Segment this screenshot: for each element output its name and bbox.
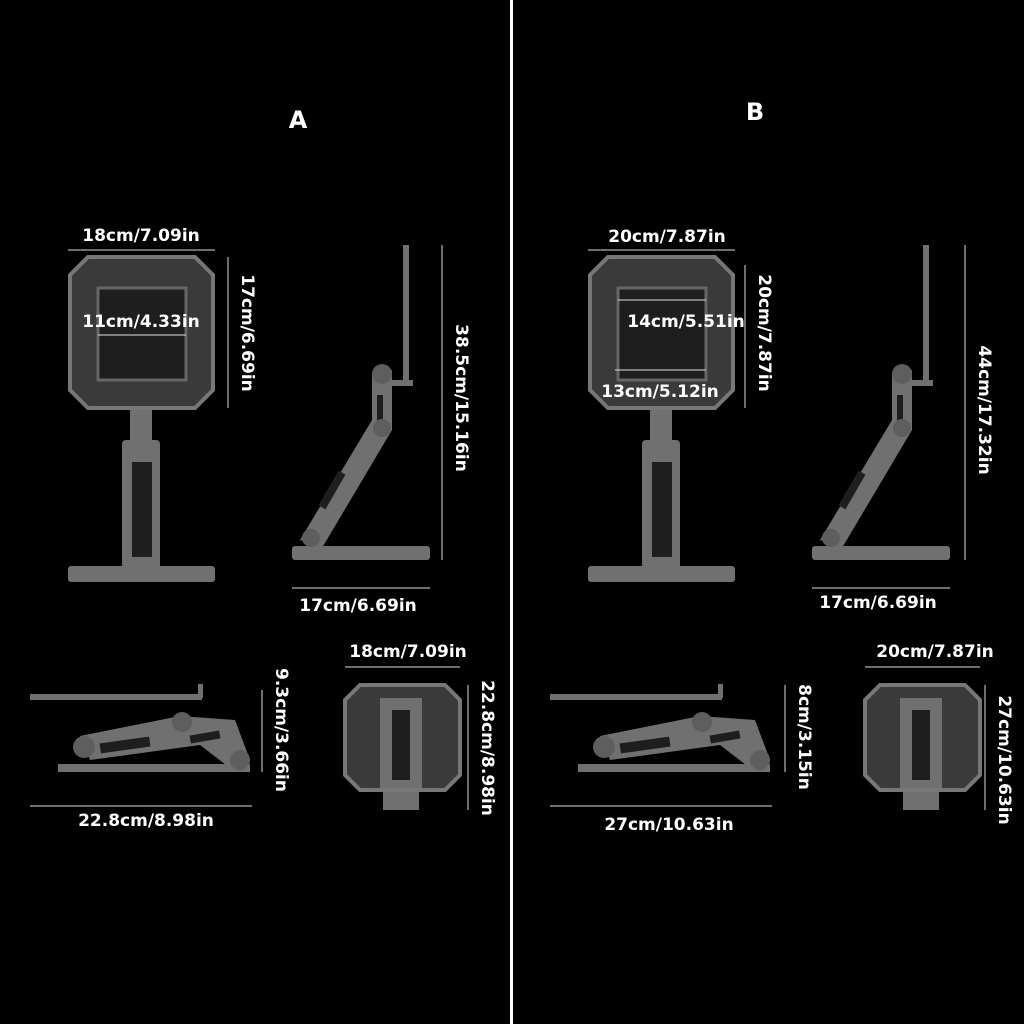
panel-label: A [289, 106, 308, 134]
front-height-label: 17cm/6.69in [237, 274, 257, 392]
panel-label: B [746, 98, 764, 126]
folded-height-label: 8cm/3.15in [794, 684, 814, 790]
front-height-label: 20cm/7.87in [754, 274, 774, 392]
front-width-label: 18cm/7.09in [82, 226, 200, 246]
front-width-label: 20cm/7.87in [608, 227, 726, 247]
panel-b: B 20cm/7.87in 14cm/5.51in 13cm/5.12in 20… [548, 98, 1014, 835]
inner-width-label: 11cm/4.33in [82, 312, 200, 332]
side-height-label: 38.5cm/15.16in [451, 324, 471, 472]
side-height-label: 44cm/17.32in [974, 345, 994, 474]
folded-height-label: 9.3cm/3.66in [271, 668, 291, 792]
top-length-label: 22.8cm/8.98in [477, 680, 497, 816]
panel-divider [510, 0, 513, 1024]
top-width-label: 18cm/7.09in [349, 642, 467, 662]
folded-length-label: 27cm/10.63in [604, 815, 733, 835]
side-depth-label: 17cm/6.69in [819, 593, 937, 613]
inner-width-label: 14cm/5.51in [627, 312, 745, 332]
dimension-lines [30, 245, 469, 810]
inner-bottom-width-label: 13cm/5.12in [601, 382, 719, 402]
dimension-lines [550, 245, 986, 810]
top-width-label: 20cm/7.87in [876, 642, 994, 662]
side-depth-label: 17cm/6.69in [299, 596, 417, 616]
top-length-label: 27cm/10.63in [994, 695, 1014, 824]
folded-length-label: 22.8cm/8.98in [78, 811, 214, 831]
panel-a: A 18cm/7.09in 11cm/4.33in 17cm/6.69in 38… [28, 106, 497, 831]
